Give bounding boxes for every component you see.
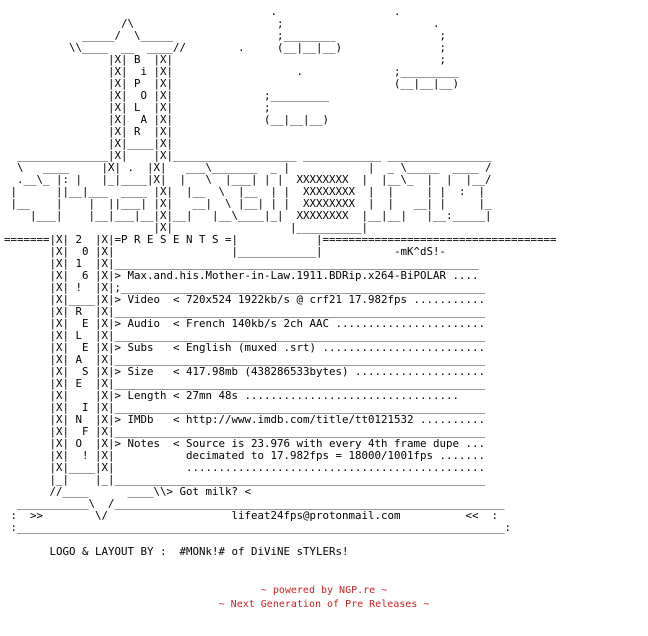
nfo-line: |X| 1 |X|_______________________________…: [4, 257, 479, 270]
nfo-line: //____ ____\\> Got milk? <: [4, 485, 252, 498]
nfo-line: ___________\ /__________________________…: [4, 497, 505, 510]
nfo-line: |___| |__|___|__|X|__| |__\____|_| XXXXX…: [4, 209, 492, 222]
nfo-line: |X| |X|> Length < 27mn 48s .............…: [4, 389, 460, 402]
nfo-line: |X| I |X|_______________________________…: [4, 401, 486, 414]
nfo-line: \\____ __ ____// . (__|__|__) ;: [4, 41, 447, 54]
nfo-line: |X| F |X|_______________________________…: [4, 425, 486, 438]
nfo-line: : >> \/ lifeat24fps@protonmail.com << :: [4, 509, 499, 522]
nfo-line: |X| N |X|> IMDb < http://www.imdb.com/ti…: [4, 413, 486, 426]
nfo-line: |X| 6 |X|> Max.and.his.Mother-in-Law.191…: [4, 269, 479, 282]
nfo-line: /\ ; .: [4, 17, 440, 30]
nfo-line: |X| E |X|> Audio < French 140kb/s 2ch AA…: [4, 317, 486, 330]
nfo-line: |X| i |X| . ;_________: [4, 65, 460, 78]
nfo-line: =======|X| 2 |X|=P R E S E N T S =| |===…: [4, 233, 557, 246]
nfo-line: :_______________________________________…: [4, 521, 512, 534]
nfo-line: |X| B |X| ;: [4, 53, 447, 66]
nfo-line: . .: [4, 5, 401, 18]
nfo-line: |X| R |X|_______________________________…: [4, 305, 486, 318]
nfo-line: _____/ \_____ ;________ ;: [4, 29, 447, 42]
nfo-line: |__ | | ||___| |X| __| \ |__| | | XXXXXX…: [4, 197, 499, 210]
nfo-line: |X| E |X|_______________________________…: [4, 377, 486, 390]
nfo-line: .__\_ |: | |_|____|X| | \ |___| | | XXXX…: [4, 173, 492, 186]
nfo-line: |X|____|X|> Video < 720x524 1922kb/s @ c…: [4, 293, 486, 306]
nfo-line: | ||__|___ ____ |X| |__ \ |__ | | XXXXXX…: [4, 185, 499, 198]
nfo-line: |X| A |X| (__|__|__): [4, 113, 330, 126]
nfo-line: |X| 0 |X| |____________| -mK^dS!-: [4, 245, 447, 258]
nfo-line: |X| O |X|> Notes < Source is 23.976 with…: [4, 437, 486, 450]
nfo-line: |X| L |X|_______________________________…: [4, 329, 486, 342]
nfo-line: |X| ! |X| decimated to 17.982fps = 18000…: [4, 449, 486, 462]
nfo-line: ______________|X| |X|___________________…: [4, 149, 492, 162]
nfo-line: |X| A |X|_______________________________…: [4, 353, 486, 366]
footer-powered-by: ~ powered by NGP.re ~: [260, 585, 388, 596]
nfo-line: |X|____|X|: [4, 137, 174, 150]
nfo-art-block: . . /\ ; . _____/ \_____ ;________ ; \\_…: [4, 6, 557, 558]
nfo-line: |X| |__________|: [4, 221, 369, 234]
nfo-line: \ ____ |X| . |X| ___\_______ _ | | _ \__…: [4, 161, 492, 174]
footer-tagline: ~ Next Generation of Pre Releases ~: [218, 599, 430, 610]
nfo-line: |X| ! |X|;______________________________…: [4, 281, 486, 294]
nfo-line: |X| E |X|> Subs < English (muxed .srt) .…: [4, 341, 486, 354]
nfo-line: |X| P |X| (__|__|__): [4, 77, 460, 90]
nfo-line: |_| |_|_________________________________…: [4, 473, 486, 486]
nfo-line: |X| S |X|> Size < 417.98mb (438286533byt…: [4, 365, 486, 378]
nfo-line: |X|____|X| .............................…: [4, 461, 486, 474]
nfo-line: |X| L |X| ;: [4, 101, 271, 114]
nfo-line: |X| R |X|: [4, 125, 174, 138]
nfo-line: |X| O |X| ;_________: [4, 89, 330, 102]
nfo-line: LOGO & LAYOUT BY : #MONk!# of DiViNE sTY…: [4, 545, 349, 558]
